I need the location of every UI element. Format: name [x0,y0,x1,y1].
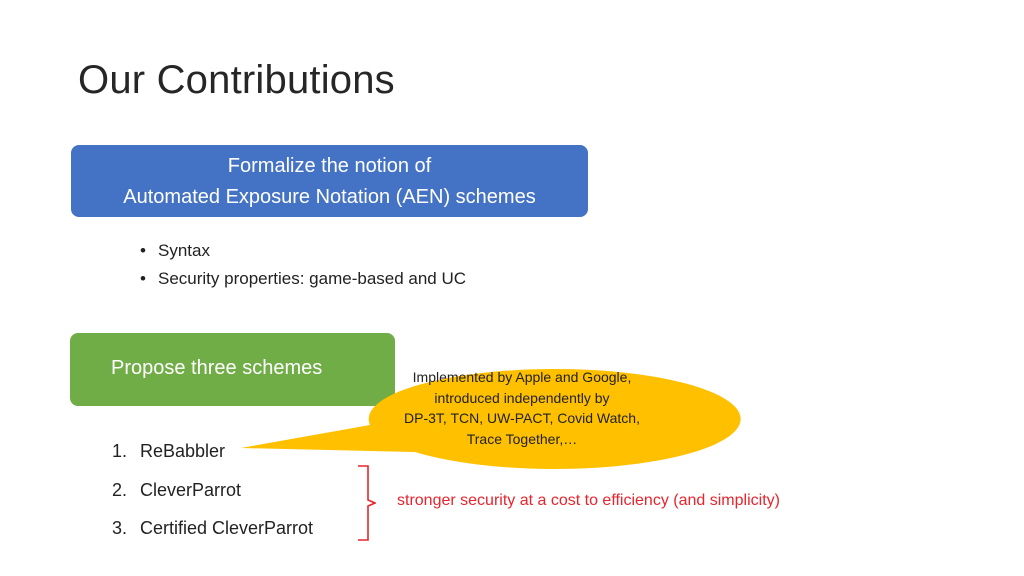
formalize-line-1: Formalize the notion of [227,155,432,177]
scheme-item: 2. CleverParrot [112,477,313,516]
scheme-item: 3. Certified CleverParrot [112,515,313,554]
scheme-name: ReBabbler [140,441,226,461]
bullet-text: Syntax [158,241,210,260]
scheme-number: 1. [112,441,128,461]
propose-box: Propose three schemes [70,333,395,406]
bullet-item: • Syntax [138,238,466,266]
callout-line-3: DP-3T, TCN, UW-PACT, Covid Watch, [404,410,640,426]
scheme-number: 3. [112,518,128,538]
right-brace-icon [358,465,376,541]
bullet-dot: • [140,269,146,288]
callout-text: Implemented by Apple and Google, introdu… [378,367,666,449]
scheme-item: 1. ReBabbler [112,438,313,477]
formalize-line-2: Automated Exposure Notation (AEN) scheme… [123,186,536,208]
scheme-name: CleverParrot [140,479,242,500]
formalize-box: Formalize the notion of Automated Exposu… [71,145,588,217]
scheme-list: 1. ReBabbler 2. CleverParrot 3. Certified C… [112,438,313,554]
callout-shape [241,368,741,469]
slide-title: Our Contributions [78,58,395,102]
callout-line-2: introduced independently by [434,389,610,406]
property-bullet-list: • Syntax • Security properties: game-based… [138,238,466,294]
tradeoff-note: stronger security at a cost to efficienc… [397,492,780,509]
bullet-item: • Security properties: game-based and UC [138,266,466,294]
callout-line-1: Implemented by Apple and Google, [412,369,632,385]
propose-label: Propose three schemes [111,357,323,379]
scheme-name: Certified CleverParrot [140,518,314,538]
scheme-number: 2. [112,479,128,500]
bullet-dot: • [140,241,146,260]
bullet-text: Security properties: game-based and UC [158,269,467,288]
callout-line-4: Trace Together,… [466,430,578,447]
